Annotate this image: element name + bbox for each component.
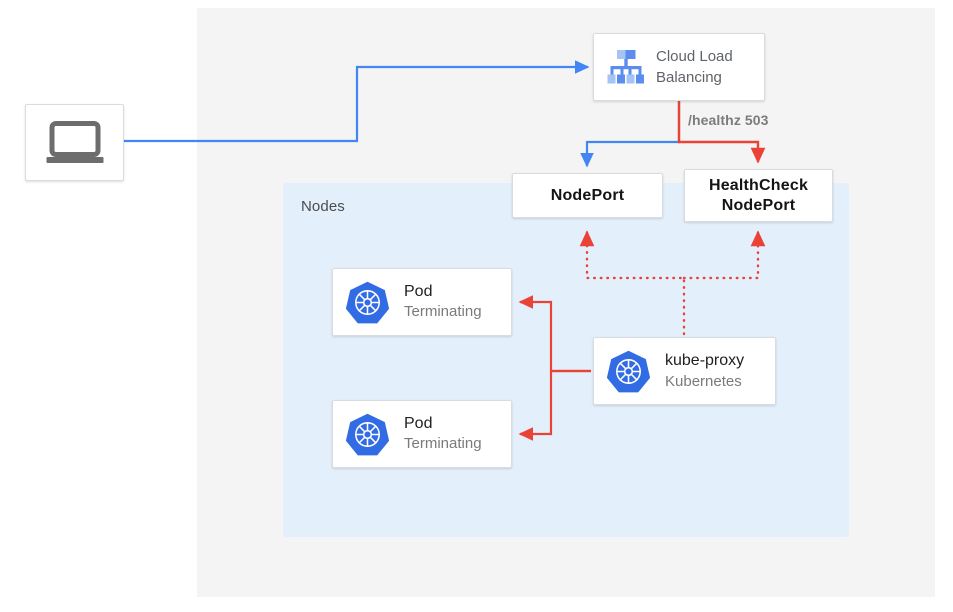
kube-proxy-text: kube-proxy Kubernetes	[665, 350, 744, 392]
pod-1-text: Pod Terminating	[404, 282, 482, 322]
nodes-region-label: Nodes	[301, 198, 345, 215]
pod-2-subtitle: Terminating	[404, 435, 482, 452]
kubernetes-icon	[345, 412, 390, 457]
cloud-load-balancing-text: Cloud Load Balancing	[656, 46, 733, 88]
nodeport-node[interactable]: NodePort	[512, 173, 663, 218]
pod-1-node[interactable]: Pod Terminating	[332, 268, 512, 336]
kube-proxy-node[interactable]: kube-proxy Kubernetes	[593, 337, 776, 405]
kubernetes-icon	[606, 349, 651, 394]
pod-2-node[interactable]: Pod Terminating	[332, 400, 512, 468]
healthz-503-label: /healthz 503	[688, 112, 769, 128]
clb-line-1: Cloud Load	[656, 48, 733, 65]
clb-line-2: Balancing	[656, 69, 722, 86]
pod-1-title: Pod	[404, 283, 433, 300]
cloud-load-balancing-icon	[604, 47, 648, 87]
pod-2-title: Pod	[404, 415, 433, 432]
kube-proxy-subtitle: Kubernetes	[665, 373, 742, 390]
pod-1-subtitle: Terminating	[404, 303, 482, 320]
laptop-icon	[45, 120, 105, 165]
hcnodeport-line-1: HealthCheck	[708, 176, 809, 194]
kube-proxy-title: kube-proxy	[665, 352, 745, 369]
pod-2-text: Pod Terminating	[404, 414, 482, 454]
healthcheck-nodeport-text: HealthCheck NodePort	[709, 176, 808, 216]
client-node[interactable]	[25, 104, 124, 181]
kubernetes-icon	[345, 280, 390, 325]
cloud-load-balancing-node[interactable]: Cloud Load Balancing	[593, 33, 765, 101]
hcnodeport-line-2: NodePort	[721, 196, 796, 214]
nodeport-label: NodePort	[550, 186, 625, 204]
healthcheck-nodeport-node[interactable]: HealthCheck NodePort	[684, 169, 833, 222]
